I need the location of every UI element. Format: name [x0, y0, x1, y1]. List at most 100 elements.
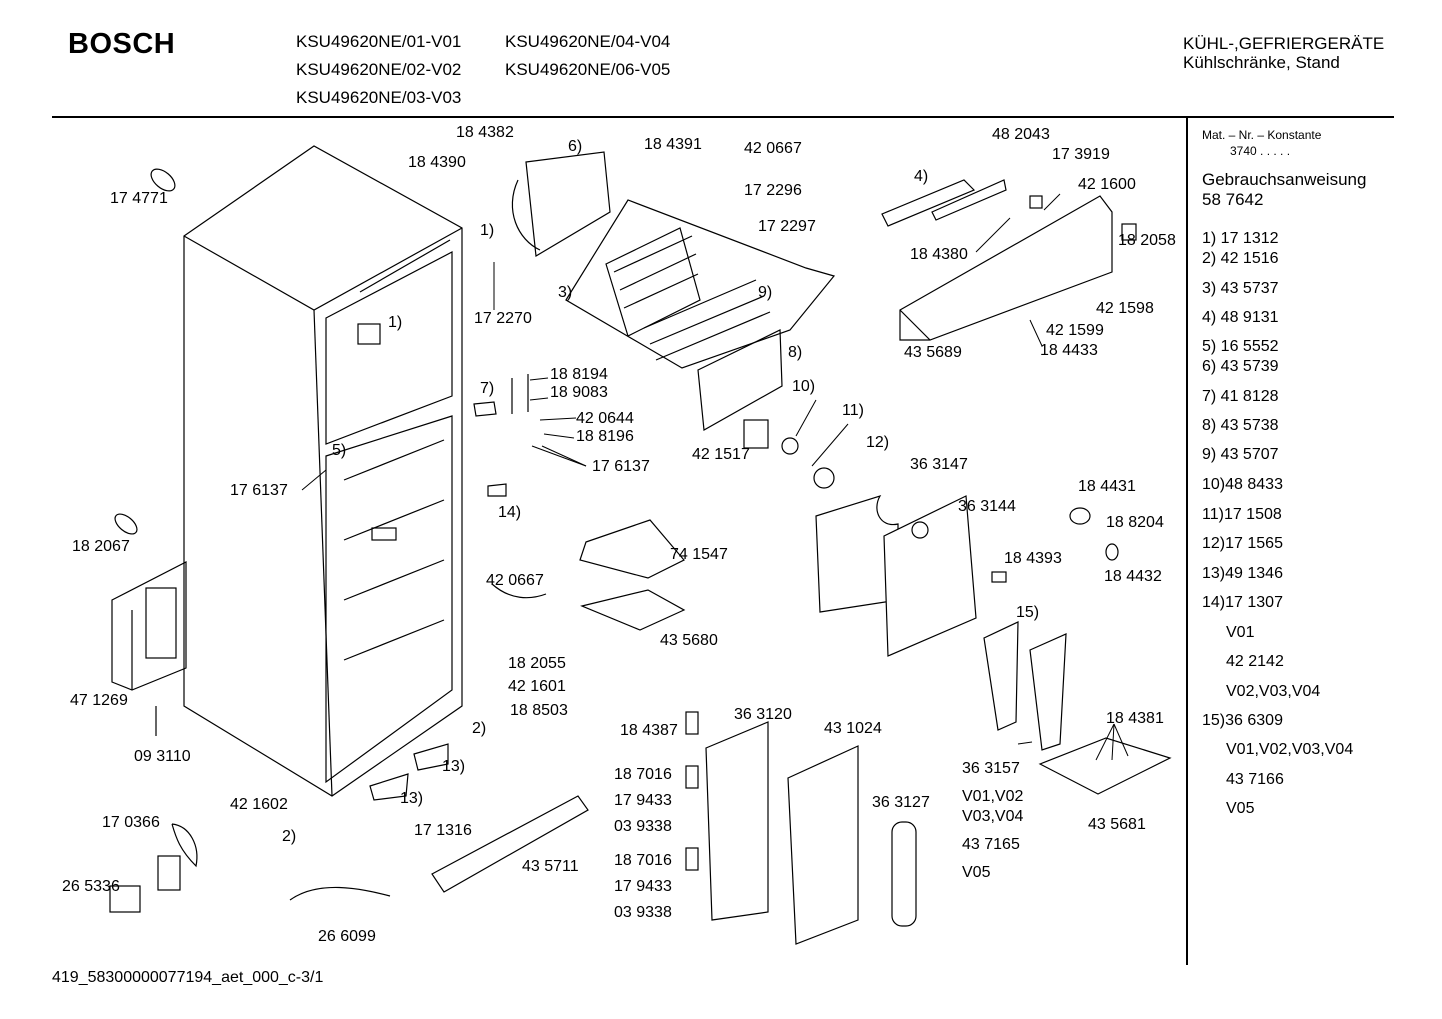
part-list-item: 14)17 1307 [1202, 594, 1283, 611]
part-list-item: 6) 43 5739 [1202, 358, 1279, 375]
condenser-grill [111, 561, 187, 691]
part-list-item: 8) 43 5738 [1202, 417, 1279, 434]
part-callout: 18 8503 [510, 702, 568, 719]
part-callout: 7) [480, 380, 495, 397]
part-callout: 17 2297 [758, 218, 816, 235]
part-callout: 18 7016 [614, 852, 672, 869]
part-list-item: 5) 16 5552 [1202, 338, 1279, 355]
part-callout: 18 4382 [456, 124, 514, 141]
part-list-item: V01 [1226, 624, 1255, 641]
part-callout: 42 0644 [576, 410, 634, 427]
part-callout: 42 1517 [692, 446, 750, 463]
part-callout: 18 8204 [1106, 514, 1164, 531]
part-callout: 74 1547 [670, 546, 728, 563]
part-list-item: 42 2142 [1226, 653, 1284, 670]
part-list-item: 3) 43 5737 [1202, 280, 1279, 297]
part-list-item: 10)48 8433 [1202, 476, 1283, 493]
part-callout: 18 2055 [508, 655, 566, 672]
control-panel [881, 179, 1113, 341]
part-list-item: 13)49 1346 [1202, 565, 1283, 582]
mat-nr-value: 3740 . . . . . [1230, 144, 1291, 158]
part-callout: 42 1602 [230, 796, 288, 813]
part-callout: 17 0366 [102, 814, 160, 831]
part-callout: 26 6099 [318, 928, 376, 945]
part-callout: 47 1269 [70, 692, 128, 709]
part-callout: 17 4771 [110, 190, 168, 207]
side-trims [983, 621, 1172, 795]
part-callout: 1) [480, 222, 495, 239]
part-callout: 36 3144 [958, 498, 1016, 515]
part-callout: 17 2296 [744, 182, 802, 199]
part-callout: 17 9433 [614, 792, 672, 809]
part-callout: 42 1601 [508, 678, 566, 695]
part-callout: 36 3147 [910, 456, 968, 473]
part-callout: 43 5680 [660, 632, 718, 649]
part-callout: 43 5711 [522, 858, 579, 875]
part-callout: 4) [914, 168, 929, 185]
part-list-item: 4) 48 9131 [1202, 309, 1279, 326]
part-list-item: V02,V03,V04 [1226, 683, 1321, 700]
part-callout: 13) [400, 790, 424, 807]
part-callout: 6) [568, 138, 583, 155]
part-callout: 42 1600 [1078, 176, 1136, 193]
part-callout: 18 8194 [550, 366, 608, 383]
part-list-item: 43 7166 [1226, 771, 1284, 788]
category-subtitle: Kühlschränke, Stand [1183, 53, 1340, 72]
part-callout: 42 1599 [1046, 322, 1104, 339]
part-callout: 09 3110 [134, 748, 191, 765]
part-callout: 42 1598 [1096, 300, 1154, 317]
part-callout: 42 0667 [744, 140, 802, 157]
part-callout: 18 4381 [1106, 710, 1164, 727]
part-callout: V05 [962, 864, 991, 881]
evaporator-assembly [511, 151, 836, 369]
header-divider [52, 116, 1394, 118]
manual-label: Gebrauchsanweisung [1202, 170, 1367, 189]
part-callout: 18 4433 [1040, 342, 1098, 359]
part-callout: 2) [282, 828, 297, 845]
part-callout: 43 1024 [824, 720, 882, 737]
part-list-item: 1) 17 1312 [1202, 230, 1279, 247]
part-list-item: 9) 43 5707 [1202, 446, 1279, 463]
part-callout: 18 4387 [620, 722, 678, 739]
part-callout: 17 6137 [230, 482, 288, 499]
evaporator-cover [815, 494, 977, 657]
part-callout: 9) [758, 284, 773, 301]
part-callout: 36 3157 [962, 760, 1020, 777]
part-callout: 42 0667 [486, 572, 544, 589]
model-3: KSU49620NE/03-V03 [296, 88, 462, 107]
part-callout: 18 9083 [550, 384, 608, 401]
part-list-item: 2) 42 1516 [1202, 250, 1279, 267]
part-callout: 17 3919 [1052, 146, 1110, 163]
part-callout: 12) [866, 434, 890, 451]
mat-nr-label: Mat. – Nr. – Konstante [1202, 128, 1322, 142]
part-callout: 26 5336 [62, 878, 120, 895]
sidebar-divider [1186, 117, 1188, 965]
model-5: KSU49620NE/06-V05 [505, 60, 671, 79]
door-shelves [431, 721, 917, 945]
part-callout: 03 9338 [614, 904, 672, 921]
part-callout: 43 5689 [904, 344, 962, 361]
part-callout: 5) [332, 442, 347, 459]
part-callout: 14) [498, 504, 522, 521]
part-callout: V03,V04 [962, 808, 1024, 825]
part-callout: 3) [558, 284, 573, 301]
part-callout: 48 2043 [992, 126, 1050, 143]
part-list-item: V05 [1226, 800, 1255, 817]
part-callout: 18 2058 [1118, 232, 1176, 249]
part-list-item: 15)36 6309 [1202, 712, 1283, 729]
part-callout: V01,V02 [962, 788, 1024, 805]
part-callout: 1) [388, 314, 403, 331]
part-callout: 17 9433 [614, 878, 672, 895]
part-callout: 18 4391 [644, 136, 702, 153]
part-callout: 11) [842, 402, 864, 419]
part-callout: 36 3127 [872, 794, 930, 811]
part-callout: 13) [442, 758, 466, 775]
part-callout: 18 4431 [1078, 478, 1136, 495]
part-callout: 18 7016 [614, 766, 672, 783]
rear-panel [697, 329, 783, 431]
part-callout: 17 6137 [592, 458, 650, 475]
brand-logo: BOSCH [68, 28, 176, 60]
part-callout: 18 4393 [1004, 550, 1062, 567]
part-callout: 18 2067 [72, 538, 130, 555]
